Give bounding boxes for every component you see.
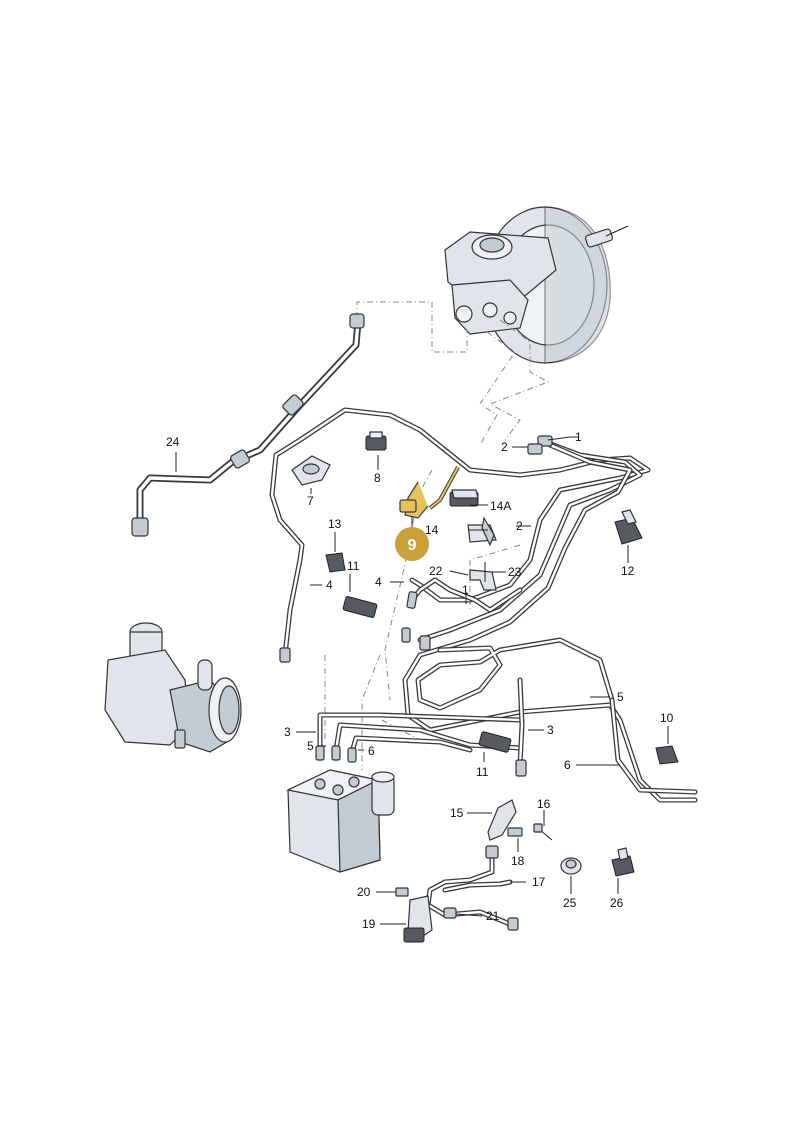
label-6-left: 6 bbox=[368, 744, 375, 758]
pipe-fittings bbox=[279, 435, 553, 777]
label-14: 14 bbox=[425, 523, 439, 537]
label-3-left: 3 bbox=[284, 725, 291, 739]
label-11-lower: 11 bbox=[476, 765, 489, 779]
label-7: 7 bbox=[307, 494, 314, 508]
callout-labels: 1 2 2 24 7 8 14A 14 12 13 11 4 4 22 23 1… bbox=[166, 430, 674, 931]
leader-lines bbox=[175, 436, 669, 925]
label-11-upper: 11 bbox=[347, 559, 360, 573]
label-8: 8 bbox=[374, 471, 381, 485]
small-parts bbox=[291, 431, 679, 877]
highlight-badge-text: 9 bbox=[408, 537, 417, 554]
abs-hydraulic-unit bbox=[286, 745, 395, 873]
label-5-left: 5 bbox=[307, 739, 314, 753]
label-1-top: 1 bbox=[575, 430, 582, 444]
label-16: 16 bbox=[537, 797, 551, 811]
pipe-24 bbox=[131, 313, 365, 537]
label-15: 15 bbox=[450, 806, 464, 820]
vacuum-pump bbox=[104, 622, 242, 753]
label-12: 12 bbox=[621, 564, 635, 578]
label-2-top: 2 bbox=[501, 440, 508, 454]
label-25: 25 bbox=[563, 896, 577, 910]
highlight-badge-circle bbox=[395, 527, 429, 561]
lower-harness bbox=[395, 845, 519, 943]
label-22: 22 bbox=[429, 564, 443, 578]
label-19: 19 bbox=[362, 917, 376, 931]
label-18: 18 bbox=[511, 854, 525, 868]
label-4-left: 4 bbox=[326, 578, 333, 592]
label-4-mid: 4 bbox=[375, 575, 382, 589]
label-24: 24 bbox=[166, 435, 180, 449]
label-2-right: 2 bbox=[516, 519, 523, 533]
label-17: 17 bbox=[532, 875, 546, 889]
label-1-mid: 1 bbox=[462, 583, 469, 597]
highlight-badge-9: 9 bbox=[395, 517, 429, 561]
brake-hose-part-9 bbox=[399, 466, 460, 519]
label-26: 26 bbox=[610, 896, 624, 910]
label-10: 10 bbox=[660, 711, 674, 725]
label-5-right: 5 bbox=[617, 690, 624, 704]
label-6-right: 6 bbox=[564, 758, 571, 772]
brake-line-bundle bbox=[269, 407, 698, 803]
label-13: 13 bbox=[328, 517, 342, 531]
label-3-right: 3 bbox=[547, 723, 554, 737]
label-14a: 14A bbox=[490, 499, 511, 513]
brake-servo-assembly bbox=[444, 206, 629, 364]
label-21: 21 bbox=[486, 909, 500, 923]
label-20: 20 bbox=[357, 885, 371, 899]
label-23: 23 bbox=[508, 565, 522, 579]
